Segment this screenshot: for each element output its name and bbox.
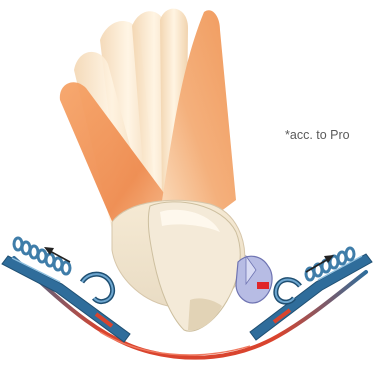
bracket-slot [257,282,269,289]
left-hook [82,274,113,301]
footnote-text: *acc. to Pro [285,128,350,142]
bracket [236,256,272,303]
left-spring-assembly [2,238,130,342]
bracket-body [236,256,272,303]
tooth-crowns [112,200,245,331]
crown-shadow [188,298,222,330]
